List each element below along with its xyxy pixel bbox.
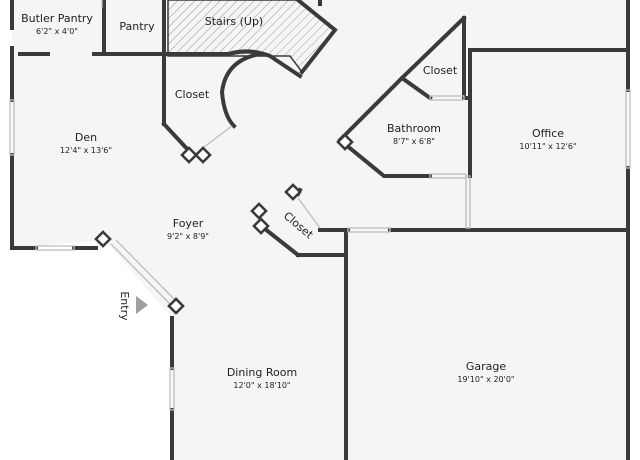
openings bbox=[9, 0, 631, 411]
office-dim: 10'11" x 12'6" bbox=[519, 142, 576, 151]
wall-posts bbox=[94, 133, 354, 315]
bathroom-name: Bathroom bbox=[387, 122, 441, 135]
garage-dim: 19'10" x 20'0" bbox=[457, 375, 514, 384]
walls bbox=[10, 0, 630, 460]
entry-arrow-icon bbox=[136, 296, 148, 314]
butler-pantry-dim: 6'2" x 4'0" bbox=[36, 27, 78, 36]
dining-room-name: Dining Room bbox=[227, 366, 297, 379]
dining-room-dim: 12'0" x 18'10" bbox=[233, 381, 290, 390]
foyer-name: Foyer bbox=[173, 217, 204, 230]
room-labels: Butler Pantry 6'2" x 4'0" Pantry Stairs … bbox=[21, 12, 577, 390]
den-dim: 12'4" x 13'6" bbox=[60, 146, 112, 155]
office-name: Office bbox=[532, 127, 564, 140]
garage-name: Garage bbox=[466, 360, 507, 373]
den-name: Den bbox=[75, 131, 97, 144]
stairs-name: Stairs (Up) bbox=[205, 15, 263, 28]
foyer-dim: 9'2" x 8'9" bbox=[167, 232, 209, 241]
closet-bath-name: Closet bbox=[423, 64, 458, 77]
bathroom-dim: 8'7" x 6'8" bbox=[393, 137, 435, 146]
closet-stairs-name: Closet bbox=[175, 88, 210, 101]
pantry-name: Pantry bbox=[119, 20, 155, 33]
butler-pantry-name: Butler Pantry bbox=[21, 12, 93, 25]
entry-label: Entry bbox=[118, 291, 131, 321]
